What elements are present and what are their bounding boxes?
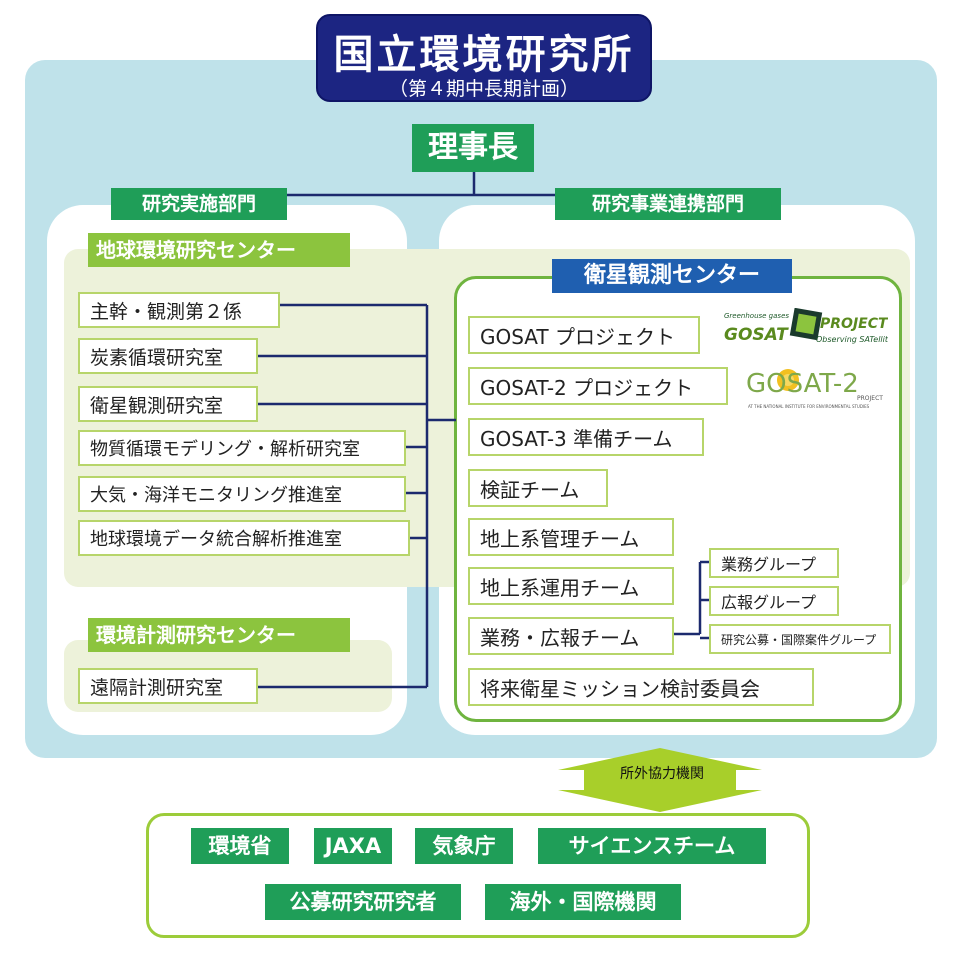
partner-jma: 気象庁 — [415, 828, 513, 864]
earth-unit-2: 炭素循環研究室 — [78, 338, 258, 374]
president-label: 理事長 — [412, 124, 534, 172]
partner-science-team: サイエンスチーム — [538, 828, 766, 864]
group-research-international: 研究公募・国際案件グループ — [709, 624, 891, 654]
partner-jaxa: JAXA — [314, 828, 392, 864]
measurement-unit-1: 遠隔計測研究室 — [78, 668, 258, 704]
earth-center-label: 地球環境研究センター — [88, 233, 350, 267]
svg-text:PROJECT: PROJECT — [820, 316, 888, 332]
svg-text:GOSAT-2: GOSAT-2 — [746, 369, 859, 399]
gosat-logo: Greenhouse gases GOSAT PROJECT Observing… — [724, 307, 893, 354]
measurement-center-label: 環境計測研究センター — [88, 618, 350, 652]
satellite-unit-gosat3: GOSAT-3 準備チーム — [468, 418, 704, 456]
external-arrow-label: 所外協力機関 — [620, 766, 704, 782]
earth-unit-5: 大気・海洋モニタリング推進室 — [78, 476, 406, 512]
earth-unit-3: 衛星観測研究室 — [78, 386, 258, 422]
satellite-unit-gosat: GOSAT プロジェクト — [468, 316, 700, 354]
double-arrow — [558, 748, 762, 812]
svg-text:Observing SATellite: Observing SATellite — [816, 335, 888, 344]
svg-text:Greenhouse gases: Greenhouse gases — [724, 312, 789, 320]
group-pr: 広報グループ — [709, 586, 839, 616]
partnership-division-label: 研究事業連携部門 — [555, 188, 781, 220]
satellite-unit-gosat2: GOSAT-2 プロジェクト — [468, 367, 728, 405]
svg-text:AT THE NATIONAL INSTITUTE FOR: AT THE NATIONAL INSTITUTE FOR ENVIRONMEN… — [748, 404, 870, 409]
partner-public-researchers: 公募研究研究者 — [265, 884, 461, 920]
satellite-unit-validation: 検証チーム — [468, 469, 608, 507]
satellite-unit-ground-ops: 地上系運用チーム — [468, 567, 674, 605]
svg-text:PROJECT: PROJECT — [857, 395, 883, 402]
earth-unit-6: 地球環境データ統合解析推進室 — [78, 520, 410, 556]
organization-title: 国立環境研究所 — [333, 32, 635, 78]
organization-subtitle: （第４期中長期計画） — [388, 78, 579, 100]
gosat2-logo: GOSAT-2 PROJECT AT THE NATIONAL INSTITUT… — [740, 362, 890, 412]
svg-text:GOSAT: GOSAT — [724, 325, 789, 345]
satellite-unit-admin-pr: 業務・広報チーム — [468, 617, 674, 655]
satellite-unit-ground-mgmt: 地上系管理チーム — [468, 518, 674, 556]
group-admin: 業務グループ — [709, 548, 839, 578]
earth-unit-4: 物質循環モデリング・解析研究室 — [78, 430, 406, 466]
organization-title-box: 国立環境研究所 （第４期中長期計画） — [316, 14, 652, 102]
satellite-unit-future-mission: 将来衛星ミッション検討委員会 — [468, 668, 814, 706]
research-division-label: 研究実施部門 — [111, 188, 287, 220]
partner-moe: 環境省 — [191, 828, 289, 864]
earth-unit-1: 主幹・観測第２係 — [78, 292, 280, 328]
satellite-center-label: 衛星観測センター — [552, 259, 792, 293]
partner-international: 海外・国際機関 — [485, 884, 681, 920]
